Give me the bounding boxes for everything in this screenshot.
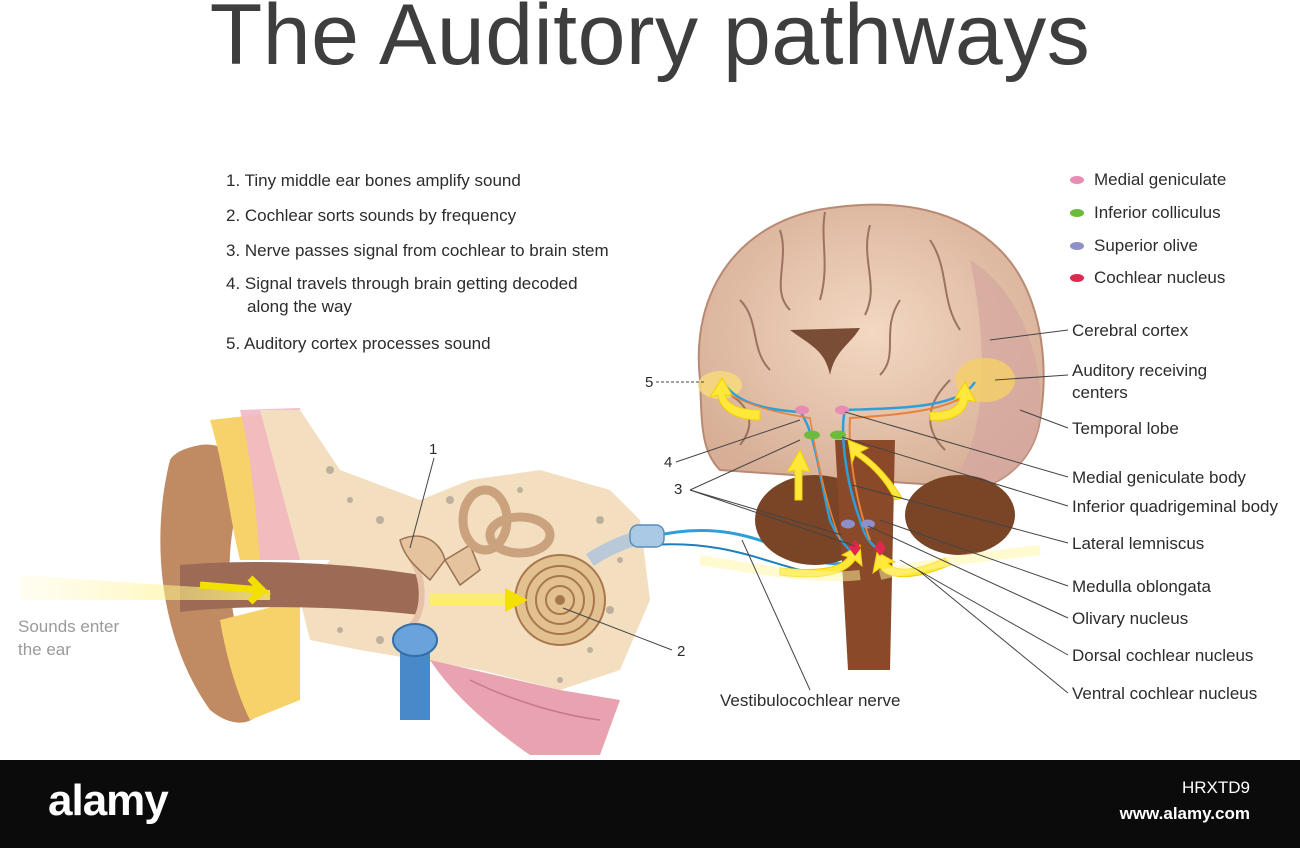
label-ventral-cochlear-nucleus: Ventral cochlear nucleus [1072, 684, 1258, 703]
label-medial-geniculate-body: Medial geniculate body [1072, 468, 1246, 487]
cochlear-nucleus-swatch [1070, 273, 1084, 282]
label-medulla-oblongata: Medulla oblongata [1072, 577, 1211, 596]
label-olivary-nucleus: Olivary nucleus [1072, 609, 1189, 628]
step-1: 1. Tiny middle ear bones amplify sound [226, 171, 521, 190]
inferior-colliculus-swatch [1070, 208, 1084, 217]
label-vestibulocochlear-nerve: Vestibulocochlear nerve [720, 691, 901, 710]
bone-texture [326, 466, 623, 683]
label-lateral-lemniscus: Lateral lemniscus [1072, 534, 1205, 553]
label-temporal-lobe: Temporal lobe [1072, 419, 1179, 438]
step-5: 5. Auditory cortex processes sound [226, 334, 491, 353]
legend-label: Cochlear nucleus [1094, 268, 1226, 287]
marker-1: 1 [429, 441, 438, 458]
step-3: 3. Nerve passes signal from cochlear to … [226, 241, 609, 260]
diagram-canvas: The Auditory pathways 1. Tiny middle ear… [18, 0, 1279, 755]
label-auditory-receiving-centers: centers [1072, 383, 1128, 402]
brain [697, 203, 1045, 670]
watermark-footer: alamy HRXTD9 www.alamy.com [0, 760, 1300, 848]
superior-olive-swatch [1070, 241, 1084, 250]
label-inferior-quadrigeminal-body: Inferior quadrigeminal body [1072, 497, 1279, 516]
legend-label: Superior olive [1094, 236, 1198, 255]
medial-geniculate-swatch [1070, 175, 1084, 184]
legend-inferior-colliculus: Inferior colliculus [1070, 202, 1221, 224]
sound-arrow [199, 575, 272, 605]
label-auditory-receiving: Auditory receiving [1072, 361, 1208, 380]
marker-3: 3 [674, 481, 683, 498]
step-4-continued: along the way [247, 297, 352, 316]
site-url: www.alamy.com [1119, 804, 1250, 823]
step-2: 2. Cochlear sorts sounds by frequency [226, 206, 517, 225]
label-sounds-enter: Sounds enter the ear [18, 615, 119, 661]
image-id: HRXTD9 [1181, 778, 1250, 797]
legend-label: Medial geniculate [1094, 170, 1227, 189]
marker-2: 2 [677, 643, 686, 660]
legend-cochlear-nucleus: Cochlear nucleus [1070, 267, 1225, 289]
sounds-enter-line-1: Sounds enter [18, 617, 120, 636]
step-4: 4. Signal travels through brain getting … [226, 274, 578, 293]
marker-4: 4 [664, 454, 673, 471]
sound-wave [20, 575, 270, 600]
leader-lines [409, 329, 1069, 694]
sound-arrow [505, 588, 528, 612]
label-dorsal-cochlear-nucleus: Dorsal cochlear nucleus [1072, 646, 1254, 665]
alamy-logo: alamy [48, 776, 169, 825]
cochlea [514, 554, 606, 646]
marker-5: 5 [645, 374, 654, 391]
ear-cross-section [160, 408, 652, 755]
legend-superior-olive: Superior olive [1070, 235, 1198, 257]
sounds-enter-line-2: the ear [18, 640, 71, 659]
auditory-pathway-illustration [20, 203, 1069, 755]
legend-medial-geniculate: Medial geniculate [1070, 169, 1226, 191]
page-title: The Auditory pathways [209, 0, 1091, 83]
legend-label: Inferior colliculus [1094, 203, 1221, 222]
label-cerebral-cortex: Cerebral cortex [1072, 321, 1189, 340]
